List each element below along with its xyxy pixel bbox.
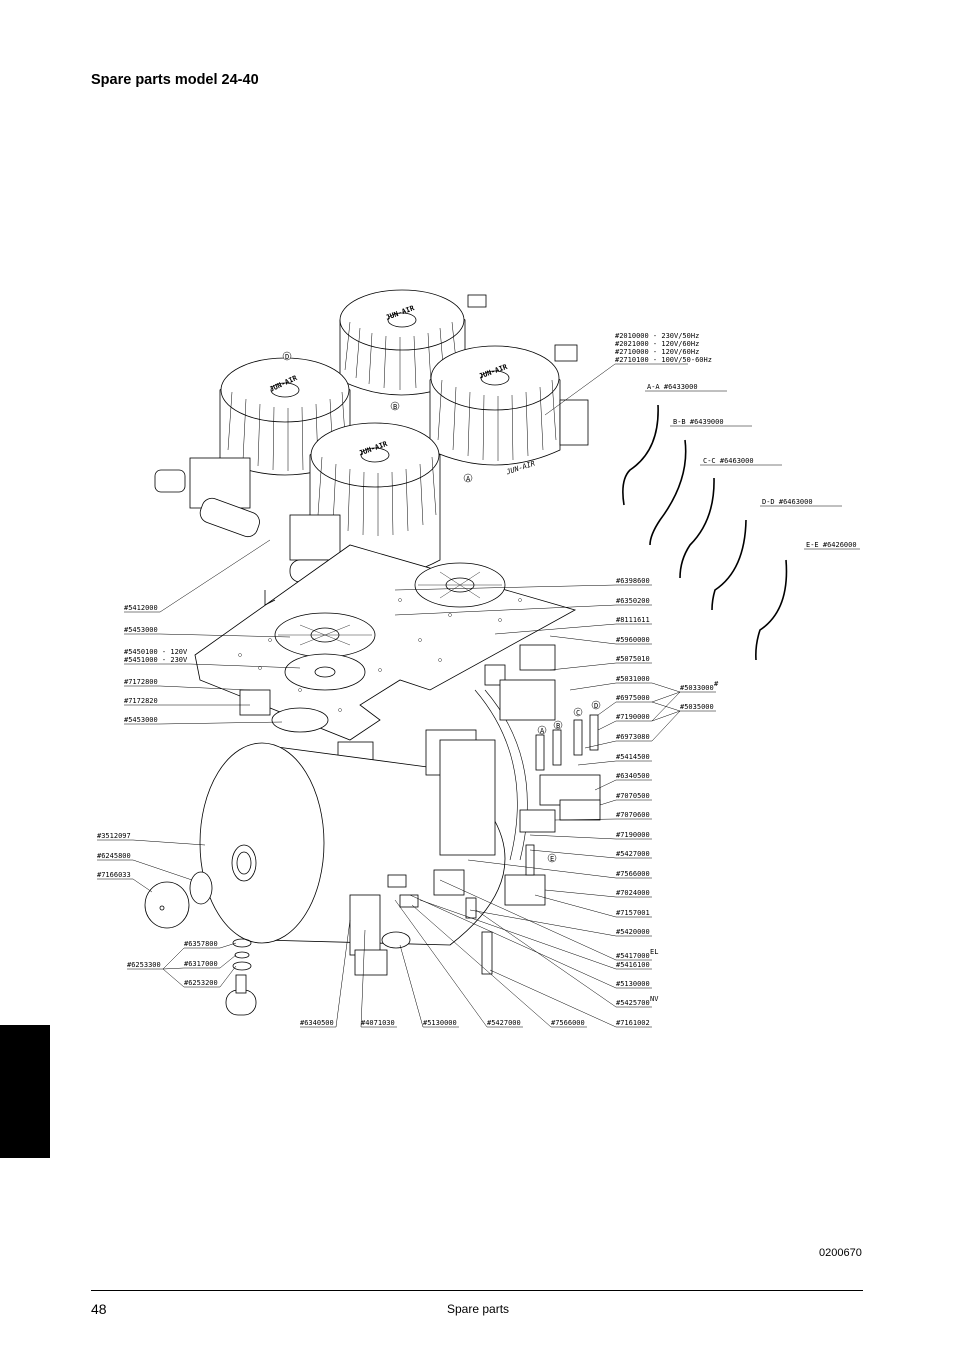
motor-variant-list: #2010000 - 230V/50Hz #2021000 - 120V/60H… bbox=[615, 332, 712, 364]
part-label: #5130000 bbox=[616, 980, 650, 988]
page-title: Spare parts model 24-40 bbox=[91, 72, 259, 88]
part-label: #8111611 bbox=[616, 616, 650, 624]
part-label: #5453000 bbox=[124, 626, 158, 634]
part-label: #7024000 bbox=[616, 889, 650, 897]
part-superscript: NV bbox=[650, 995, 659, 1003]
part-label: #5453000 bbox=[124, 716, 158, 724]
part-label: #6975000 bbox=[616, 694, 650, 702]
part-superscript: # bbox=[714, 680, 719, 688]
motor-variant: #2021000 - 120V/60Hz bbox=[615, 340, 699, 348]
bottom-label-list: #6340500 #4071030 #5130000 #5427000 #756… bbox=[300, 1019, 585, 1027]
part-label: #5130000 bbox=[423, 1019, 457, 1027]
part-label: #6253300 bbox=[127, 961, 161, 969]
part-label: #5075010 bbox=[616, 655, 650, 663]
part-label: #7166033 bbox=[97, 871, 131, 879]
right-label-list: #6398600 #6350200 #8111611 #5960000 #507… bbox=[616, 577, 659, 1027]
part-label: #6245800 bbox=[97, 852, 131, 860]
group-label-list: #5033000 # #5035000 bbox=[680, 680, 719, 711]
footer-divider bbox=[91, 1290, 863, 1291]
part-label: #4071030 bbox=[361, 1019, 395, 1027]
part-label: #5031000 bbox=[616, 675, 650, 683]
part-label: #7566000 bbox=[551, 1019, 585, 1027]
hose-marker: D bbox=[594, 702, 598, 710]
hose-label-list: A-A #6433000 B-B #6439000 C-C #6463000 D… bbox=[647, 383, 857, 549]
part-label: #7070500 bbox=[616, 792, 650, 800]
part-label: #5420000 bbox=[616, 928, 650, 936]
motor-head-right: JUN-AIR JUN-AIR bbox=[429, 344, 589, 477]
part-label: #6340500 bbox=[616, 772, 650, 780]
hose-marker: D bbox=[285, 353, 289, 361]
part-label: #6350200 bbox=[616, 597, 650, 605]
part-label: #3512097 bbox=[97, 832, 131, 840]
part-label: #6340500 bbox=[300, 1019, 334, 1027]
hose-marker: B bbox=[556, 722, 560, 730]
base-plate bbox=[194, 544, 577, 788]
hose-label: C-C #6463000 bbox=[703, 457, 754, 465]
part-label: #5414500 bbox=[616, 753, 650, 761]
hose-marker: C bbox=[576, 709, 580, 717]
part-label: #6317000 bbox=[184, 960, 218, 968]
motor-variant: #2710100 - 100V/50-60Hz bbox=[615, 356, 712, 364]
part-superscript: EL bbox=[650, 948, 658, 956]
part-label: #5412000 bbox=[124, 604, 158, 612]
part-label: #7190000 bbox=[616, 831, 650, 839]
part-label: #7172820 bbox=[124, 697, 158, 705]
hose-marker: A bbox=[540, 727, 545, 735]
part-label: #5417000 bbox=[616, 952, 650, 960]
part-label: #7190000 bbox=[616, 713, 650, 721]
page-number: 48 bbox=[91, 1301, 107, 1317]
hose-label: A-A #6433000 bbox=[647, 383, 698, 391]
part-label: #6398600 bbox=[616, 577, 650, 585]
hose-markers: D B A A B C D E E bbox=[282, 351, 601, 863]
drawing-code: 0200670 bbox=[819, 1247, 862, 1259]
part-label: #5033000 bbox=[680, 684, 714, 692]
hose-marker: B bbox=[393, 403, 397, 411]
hose-label: E-E #6426000 bbox=[806, 541, 857, 549]
part-label: #5451000 - 230V bbox=[124, 656, 188, 664]
spare-hoses bbox=[622, 404, 788, 661]
hose-label: B-B #6439000 bbox=[673, 418, 724, 426]
part-label: #6973080 bbox=[616, 733, 650, 741]
part-label: #5427000 bbox=[487, 1019, 521, 1027]
motor-variant: #2710000 - 120V/60Hz bbox=[615, 348, 699, 356]
part-label: #6357800 bbox=[184, 940, 218, 948]
part-label: #5035000 bbox=[680, 703, 714, 711]
valve-assembly bbox=[349, 644, 601, 976]
part-label: #5425700 bbox=[616, 999, 650, 1007]
part-label: #5450100 - 120V bbox=[124, 648, 188, 656]
part-label: #7157001 bbox=[616, 909, 650, 917]
hose-marker: A bbox=[466, 475, 471, 483]
part-label: #5960000 bbox=[616, 636, 650, 644]
part-label: #5427000 bbox=[616, 850, 650, 858]
chapter-tab bbox=[0, 1025, 50, 1158]
part-label: #7161002 bbox=[616, 1019, 650, 1027]
hose-label: D-D #6463000 bbox=[762, 498, 813, 506]
left-label-list: #5412000 #5453000 #5450100 - 120V #54510… bbox=[97, 604, 218, 987]
motor-variant: #2010000 - 230V/50Hz bbox=[615, 332, 699, 340]
part-label: #7070600 bbox=[616, 811, 650, 819]
part-label: #7566000 bbox=[616, 870, 650, 878]
tank-fittings bbox=[144, 871, 257, 1016]
part-label: #7172800 bbox=[124, 678, 158, 686]
part-label: #5416100 bbox=[616, 961, 650, 969]
footer-section-title: Spare parts bbox=[447, 1302, 510, 1316]
part-label: #6253200 bbox=[184, 979, 218, 987]
hose-marker: E bbox=[550, 855, 554, 863]
